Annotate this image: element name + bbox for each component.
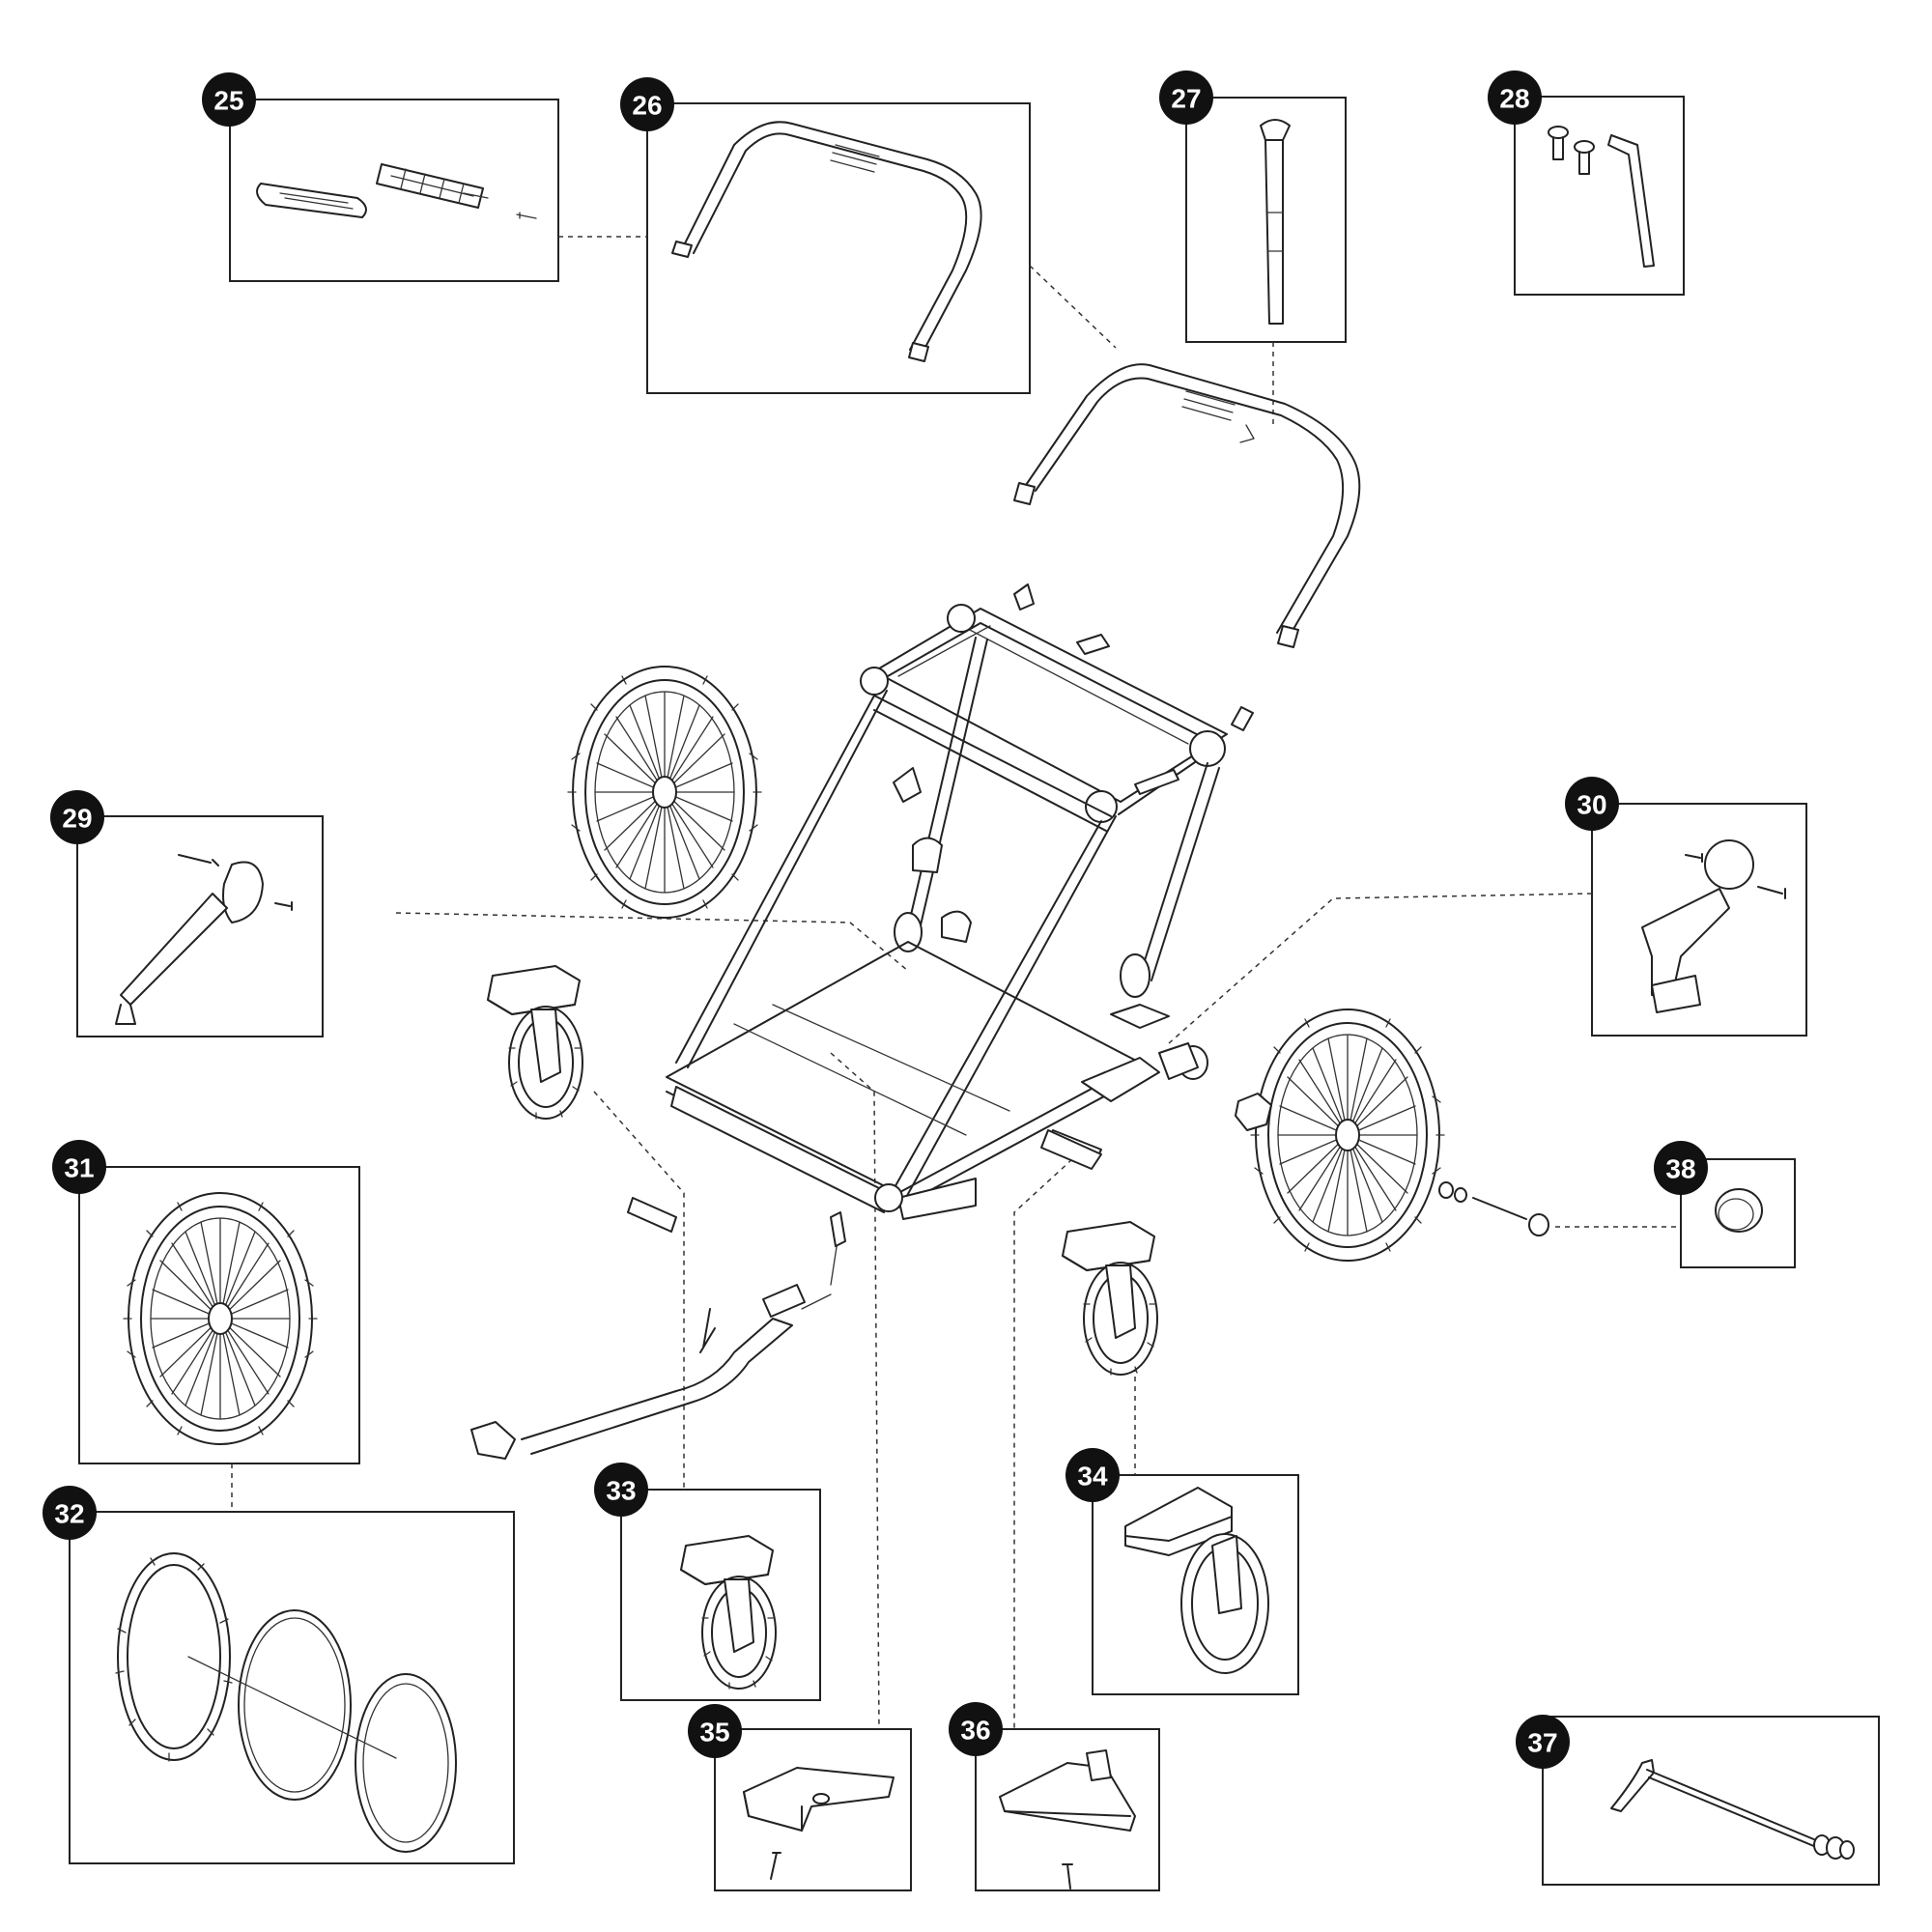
badge-31-label: 31 [64,1153,94,1183]
part-35-foot-cap[interactable] [714,1728,912,1891]
part-32-tire-tube-rim[interactable] [69,1511,515,1864]
quick-release-skewer-icon [1610,1759,1855,1860]
badge-30-label: 30 [1577,790,1606,820]
part-28-screws-and-key[interactable] [1514,96,1685,296]
screw-and-hex-key-icon [1548,126,1655,268]
part-36-stand-foot[interactable] [975,1728,1160,1891]
end-cap-icon [1715,1188,1763,1233]
badge-33[interactable]: 33 [594,1463,648,1517]
left-swivel-wheel-icon [487,965,583,1120]
frame-sides-icon [675,637,1220,1204]
badge-33-label: 33 [606,1476,636,1506]
tow-arm-icon [470,1211,846,1460]
badge-38[interactable]: 38 [1654,1141,1708,1195]
hub-parts-icon [1158,1042,1549,1236]
frame-top-icon [860,583,1254,823]
badge-36[interactable]: 36 [949,1702,1003,1756]
push-bar-exploded-icon [1013,363,1361,648]
push-bar-icon [671,121,982,362]
badge-29[interactable]: 29 [50,790,104,844]
badge-27-label: 27 [1171,84,1201,114]
part-25-handle-grip[interactable] [229,99,559,282]
part-30-right-bracket[interactable] [1591,803,1807,1037]
badge-35-label: 35 [699,1718,729,1747]
part-number-badges: 25 26 27 28 29 30 31 32 33 34 35 36 37 3… [43,71,1708,1769]
strap-icon [1260,119,1291,325]
right-rear-wheel-icon [1250,1009,1445,1262]
leader-lines [231,236,1681,1730]
part-29-left-bracket[interactable] [76,815,324,1037]
badge-26[interactable]: 26 [620,77,674,131]
badge-27[interactable]: 27 [1159,71,1213,125]
rear-foot-icon [1040,1129,1102,1170]
badge-32-label: 32 [54,1499,84,1529]
badge-35[interactable]: 35 [688,1704,742,1758]
badge-26-label: 26 [632,91,662,121]
badge-34[interactable]: 34 [1065,1448,1120,1502]
badge-31[interactable]: 31 [52,1140,106,1194]
tire-tube-rim-icon [115,1552,457,1853]
frame-base-icon [666,941,1160,1220]
wheel-bracket-left-icon [115,854,293,1025]
part-27-strap[interactable] [1185,97,1347,343]
badge-29-label: 29 [62,804,92,834]
wheel-bracket-right-icon [1641,839,1786,1013]
jog-wheel-icon [1124,1487,1269,1674]
right-swivel-wheel-icon [1062,1221,1158,1376]
stand-foot-icon [999,1749,1136,1889]
badge-25[interactable]: 25 [202,72,256,127]
badge-37-label: 37 [1527,1728,1557,1758]
badge-36-label: 36 [960,1716,990,1746]
part-34-jog-wheel[interactable] [1092,1474,1299,1695]
stroller-chassis-assembly [470,363,1549,1460]
badge-34-label: 34 [1077,1462,1108,1492]
foot-cap-icon [743,1767,895,1880]
badge-25-label: 25 [213,86,243,116]
part-33-swivel-wheel[interactable] [620,1489,821,1701]
grip-sleeve-icon [256,163,537,219]
badge-30[interactable]: 30 [1565,777,1619,831]
badge-28-label: 28 [1499,84,1529,114]
badge-32[interactable]: 32 [43,1486,97,1540]
badge-28[interactable]: 28 [1488,71,1542,125]
badge-38-label: 38 [1665,1154,1695,1184]
part-37-quick-release-skewer[interactable] [1542,1716,1880,1886]
part-31-rear-wheel[interactable] [78,1166,360,1464]
left-rear-wheel-icon [567,666,762,919]
badge-37[interactable]: 37 [1516,1715,1570,1769]
part-26-push-bar[interactable] [646,102,1031,394]
front-foot-icon [627,1197,677,1233]
